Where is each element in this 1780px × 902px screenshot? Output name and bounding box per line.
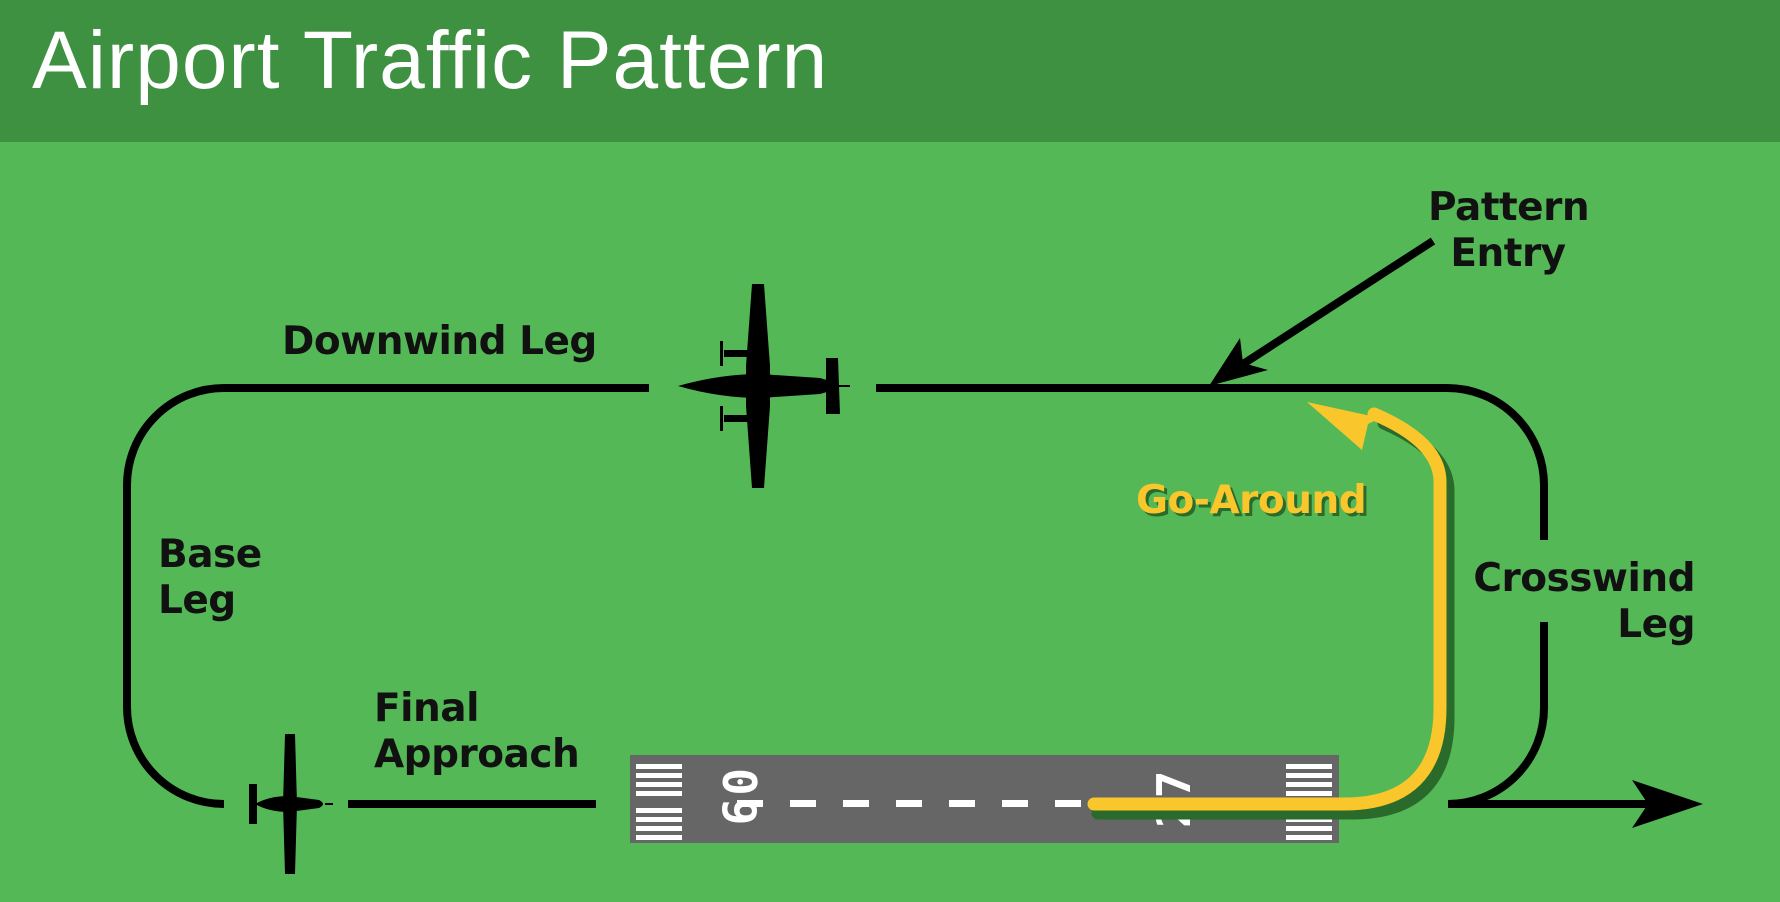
page-title: Airport Traffic Pattern [32,15,829,106]
pattern-entry-arrow [1237,237,1436,370]
centerline-dashes [737,800,1081,807]
base-leg-label-line2: Leg [158,578,236,623]
departure-arrow-head-icon [1632,780,1703,828]
base-leg-label-line1: Base [158,532,262,577]
pattern-entry-label: Pattern Entry [1428,185,1590,277]
pattern-left-loop [123,384,649,808]
crosswind-leg-label: Crosswind Leg [1473,556,1695,648]
final-approach-label-line2: Approach [374,732,580,777]
base-leg-label: Base Leg [158,532,262,624]
header-bar: Airport Traffic Pattern [0,0,1780,142]
pattern-entry-label-line2: Entry [1450,231,1566,276]
pattern-entry-label-line1: Pattern [1428,185,1590,230]
downwind-leg-label: Downwind Leg [282,319,597,364]
crosswind-leg-label-line2: Leg [1617,602,1695,647]
airplane-downwind-icon [678,284,850,488]
pattern-entry-arrowhead-icon [1209,338,1268,386]
downwind-line-right [876,384,1548,540]
runway-number-09: 09 [712,768,766,827]
go-around-arrowhead-icon [1307,402,1380,450]
final-approach-label: Final Approach [374,686,580,778]
crosswind-line-lower [1447,622,1650,808]
airplane-final-icon [249,734,333,874]
go-around-arrow [1087,402,1455,820]
final-approach-label-line1: Final [374,686,479,731]
crosswind-leg-label-line1: Crosswind [1473,556,1695,601]
go-around-label: Go-Around [1136,478,1367,523]
threshold-markings-left [636,764,682,840]
